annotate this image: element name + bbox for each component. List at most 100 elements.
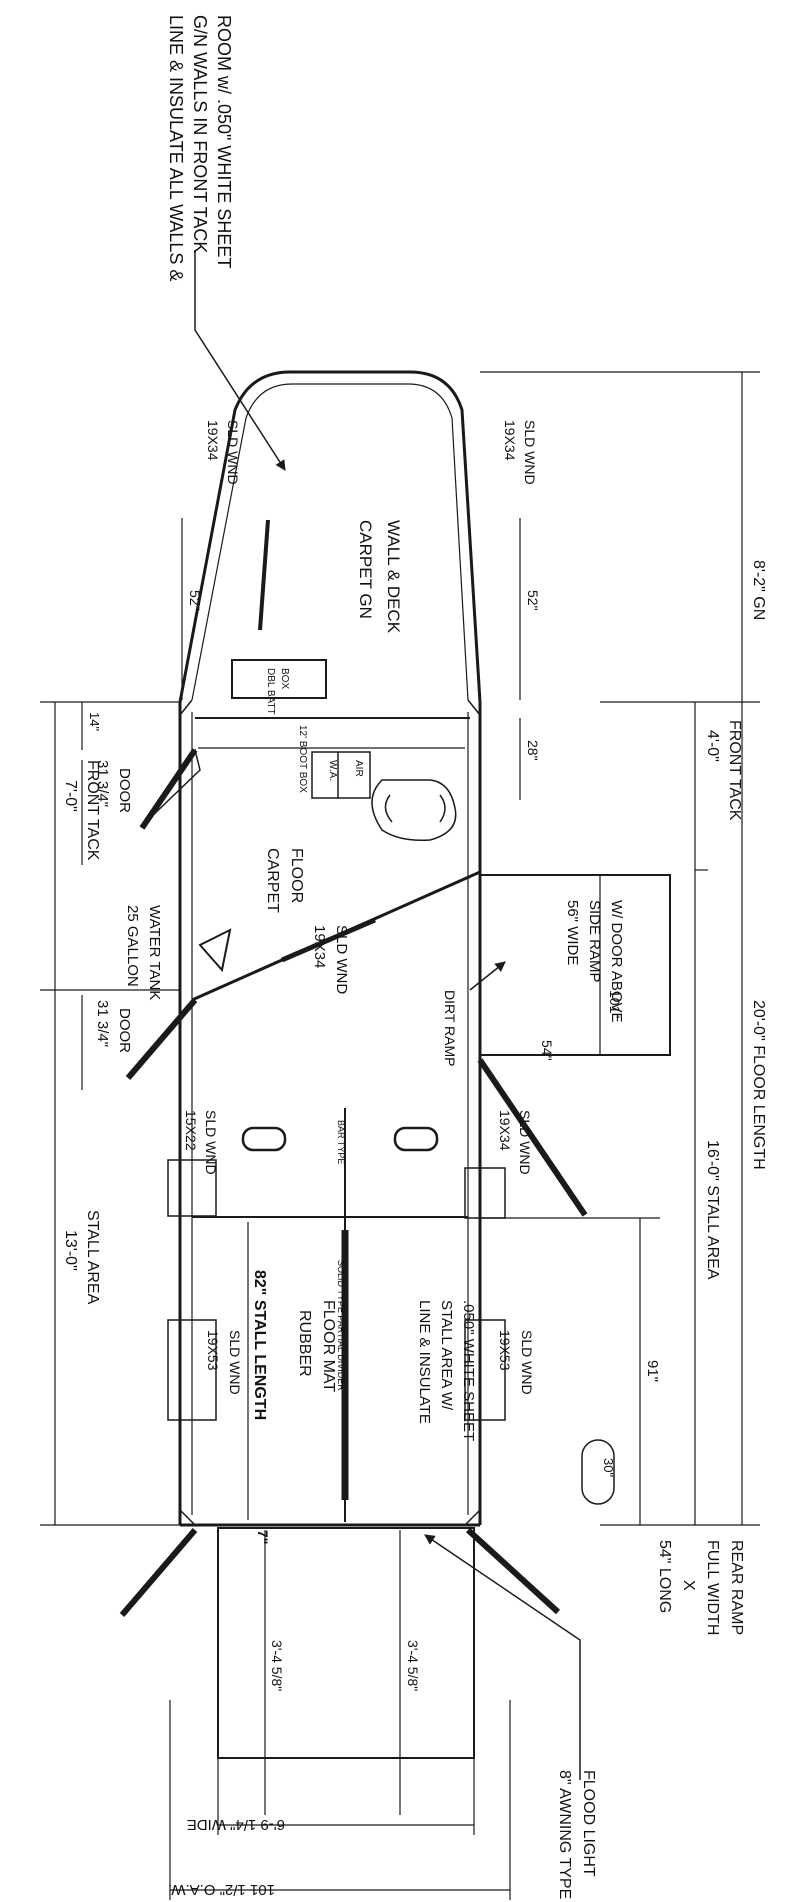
flood-text-2: FLOOD LIGHT (580, 1770, 597, 1877)
carpet-gn-text-2: WALL & DECK (384, 520, 403, 634)
tire-30 (581, 1439, 615, 1505)
side-ramp-text-1: 56" WIDE (564, 900, 581, 965)
flood-text-1: 8" AWNING TYPE (556, 1770, 573, 1899)
rear-ramp-text-2: X (680, 1580, 697, 1591)
dim-oaw: 101 1/2" O.A.W. (168, 1881, 275, 1898)
water-tank (198, 928, 232, 973)
gn-window-right-label: 19X34 SLD WND (502, 420, 538, 485)
window-15x22-size: 15X22 (183, 1110, 199, 1151)
water-tank-label: 25 GALLON WATER TANK (124, 905, 163, 1000)
rear-ramp (217, 1527, 475, 1759)
flood-light-label: 8" AWNING TYPE FLOOD LIGHT (556, 1770, 597, 1899)
dim-front-tack-left-text: FRONT TACK (84, 760, 101, 861)
rear-door-swings (119, 1527, 561, 1617)
front-note-line-1: LINE & INSULATE ALL WALLS & (166, 15, 186, 281)
dim-3-4-5-8-right: 3'-4 5/8" (405, 1640, 421, 1691)
dim-front-tack-right: 4'-0" FRONT TACK (704, 720, 743, 821)
side-ramp-text-3: W/ DOOR ABOVE (608, 900, 625, 1023)
dim-54: 54" (539, 1040, 555, 1061)
dim-front-tack-value: 4'-0" (704, 730, 721, 762)
rear-ramp-text-1: 54" LONG (656, 1540, 673, 1613)
corner-chamfers (179, 699, 481, 1526)
rear-ramp-label: 54" LONG X FULL WIDTH REAR RAMP (656, 1540, 745, 1635)
window-19x53-left-size: 19X53 (205, 1330, 221, 1371)
carpet-floor-label: CARPET FLOOR (264, 848, 305, 913)
dim-14: 14" (87, 712, 102, 731)
ac-label-1: W.A. (327, 760, 338, 781)
rubber-mat-text-1: RUBBER (296, 1310, 313, 1377)
dim-52-left: 52" (187, 590, 203, 611)
front-note-line-2: G/N WALLS IN FRONT TACK (190, 15, 210, 253)
water-tank-text-1: 25 GALLON (124, 905, 141, 987)
gn-window-left-label: 19X34 SLD WND (205, 420, 241, 485)
dbl-batt-text-2: BOX (279, 668, 290, 689)
dim-front-tack-left: 7'-0" FRONT TACK (62, 760, 101, 861)
dbl-batt-box (231, 659, 327, 699)
door-front-label: 31 3/4" DOOR (94, 760, 133, 813)
stall-length-label: 82" STALL LENGTH (251, 1270, 268, 1420)
window-right-stall-size: 19X34 (497, 1110, 513, 1151)
side-ramp-label: 56" WIDE SIDE RAMP W/ DOOR ABOVE (564, 900, 625, 1023)
gn-window-right-size: 19X34 (502, 420, 518, 461)
bar-type-label: BAR TYPE (336, 1120, 346, 1164)
stall-bars (192, 1108, 468, 1522)
gn-window-left-type: SLD WND (225, 420, 241, 485)
ac-unit (311, 751, 371, 799)
dbl-batt-text-1: DBL BATT (265, 668, 276, 715)
dim-3-4-5-8-left: 3'-4 5/8" (269, 1640, 285, 1691)
stall-note-2: STALL AREA W/ (438, 1300, 455, 1411)
door-rear-dim: 31 3/4" (94, 1000, 111, 1047)
dirt-ramp-label: DIRT RAMP (442, 990, 458, 1067)
rear-ramp-text-4: REAR RAMP (728, 1540, 745, 1635)
dim-front-tack-left-value: 7'-0" (62, 780, 79, 812)
window-boxes (167, 1159, 506, 1421)
bulkhead-window (281, 917, 376, 963)
dim-101: 101" (607, 990, 623, 1018)
bulkhead-window-label: 19X34 SLD WND (311, 925, 350, 994)
carpet-gn-label: CARPET GN WALL & DECK (356, 520, 403, 634)
dim-28: 28" (525, 740, 541, 761)
gn-wall-mark (258, 519, 270, 631)
side-door-swing (477, 1058, 588, 1217)
stall-note-3: .050" WHITE SHEET (460, 1300, 477, 1441)
trailer-outline (178, 370, 482, 1527)
water-tank-text-2: WATER TANK (146, 905, 163, 1000)
dim-stall-area-left-value: 13'-0" (62, 1230, 79, 1271)
door-rear-label: 31 3/4" DOOR (94, 1000, 133, 1053)
dim-7: 7" (255, 1530, 271, 1544)
saddle-rack (371, 779, 457, 842)
stall-note: LINE & INSULATE STALL AREA W/ .050" WHIT… (416, 1300, 477, 1441)
rubber-mat-label: RUBBER FLOOR MAT (296, 1300, 337, 1392)
front-note: LINE & INSULATE ALL WALLS & G/N WALLS IN… (166, 15, 234, 281)
bulkhead-window-size: 19X34 (311, 925, 328, 968)
inner-wall-lines (191, 383, 469, 1515)
gooseneck-outline (178, 370, 482, 703)
door-front-dim: 31 3/4" (94, 760, 111, 807)
window-19x53-right-size: 19X53 (497, 1330, 513, 1371)
dim-width-inside: 6'-9 1/4" WIDE (187, 1816, 285, 1833)
partial-divider-label: SOLID TYPE PARTIAL DIVIDER (336, 1260, 346, 1391)
bulkhead-window-type: SLD WND (333, 925, 350, 994)
side-ramp (480, 874, 671, 1056)
dim-30: 30" (601, 1458, 616, 1477)
carpet-gn-text-1: CARPET GN (356, 520, 375, 619)
carpet-floor-text-1: CARPET (264, 848, 281, 913)
window-19x53-left-type: SLD WND (227, 1330, 243, 1395)
window-15x22-label: 15X22 SLD WND (183, 1110, 219, 1175)
window-19x53-right-label: 19X53 SLD WND (497, 1330, 535, 1395)
dimension-lines (40, 371, 760, 1900)
dim-stall-area-right: 16'-0" STALL AREA (704, 1140, 721, 1280)
dim-52-right: 52" (525, 590, 541, 611)
gn-window-right-type: SLD WND (522, 420, 538, 485)
carpet-floor-text-2: FLOOR (288, 848, 305, 903)
window-19x53-left-label: 19X53 SLD WND (205, 1330, 243, 1395)
dim-91: 91" (644, 1360, 661, 1382)
side-ramp-text-2: SIDE RAMP (586, 900, 603, 983)
gn-window-left-size: 19X34 (205, 420, 221, 461)
door-rear-text: DOOR (116, 1008, 133, 1053)
window-15x22-type: SLD WND (203, 1110, 219, 1175)
window-right-stall-type: SLD WND (517, 1110, 533, 1175)
dbl-batt-box-label: DBL BATT BOX (265, 668, 290, 715)
ac-label-2: AIR (353, 760, 364, 777)
door-frame (141, 748, 201, 829)
